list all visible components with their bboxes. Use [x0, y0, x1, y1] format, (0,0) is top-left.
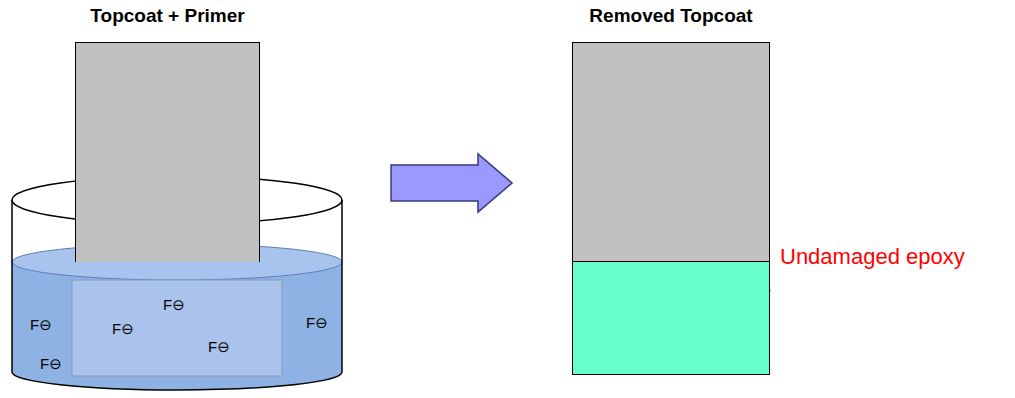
epoxy-band [573, 261, 769, 374]
ion-label: F⊖ [208, 338, 230, 356]
liquid [12, 262, 342, 390]
panel-heading: Removed Topcoat [589, 5, 752, 27]
submerged-panel [72, 280, 282, 376]
ion-label: F⊖ [30, 316, 52, 334]
ion-label: F⊖ [163, 296, 185, 314]
beaker-bottom [12, 372, 342, 390]
beaker-wall [341, 200, 343, 372]
panel-heading: Topcoat + Primer [90, 5, 244, 27]
ion-label: F⊖ [306, 314, 328, 332]
panel-box: Topcoat + Primer [75, 42, 260, 262]
panel-box: Removed Topcoat [572, 42, 770, 375]
callout-label: Undamaged epoxy [780, 244, 980, 269]
block-arrow [391, 154, 512, 212]
beaker-wall [11, 200, 13, 372]
ion-label: F⊖ [40, 355, 62, 373]
ion-label: F⊖ [112, 320, 134, 338]
